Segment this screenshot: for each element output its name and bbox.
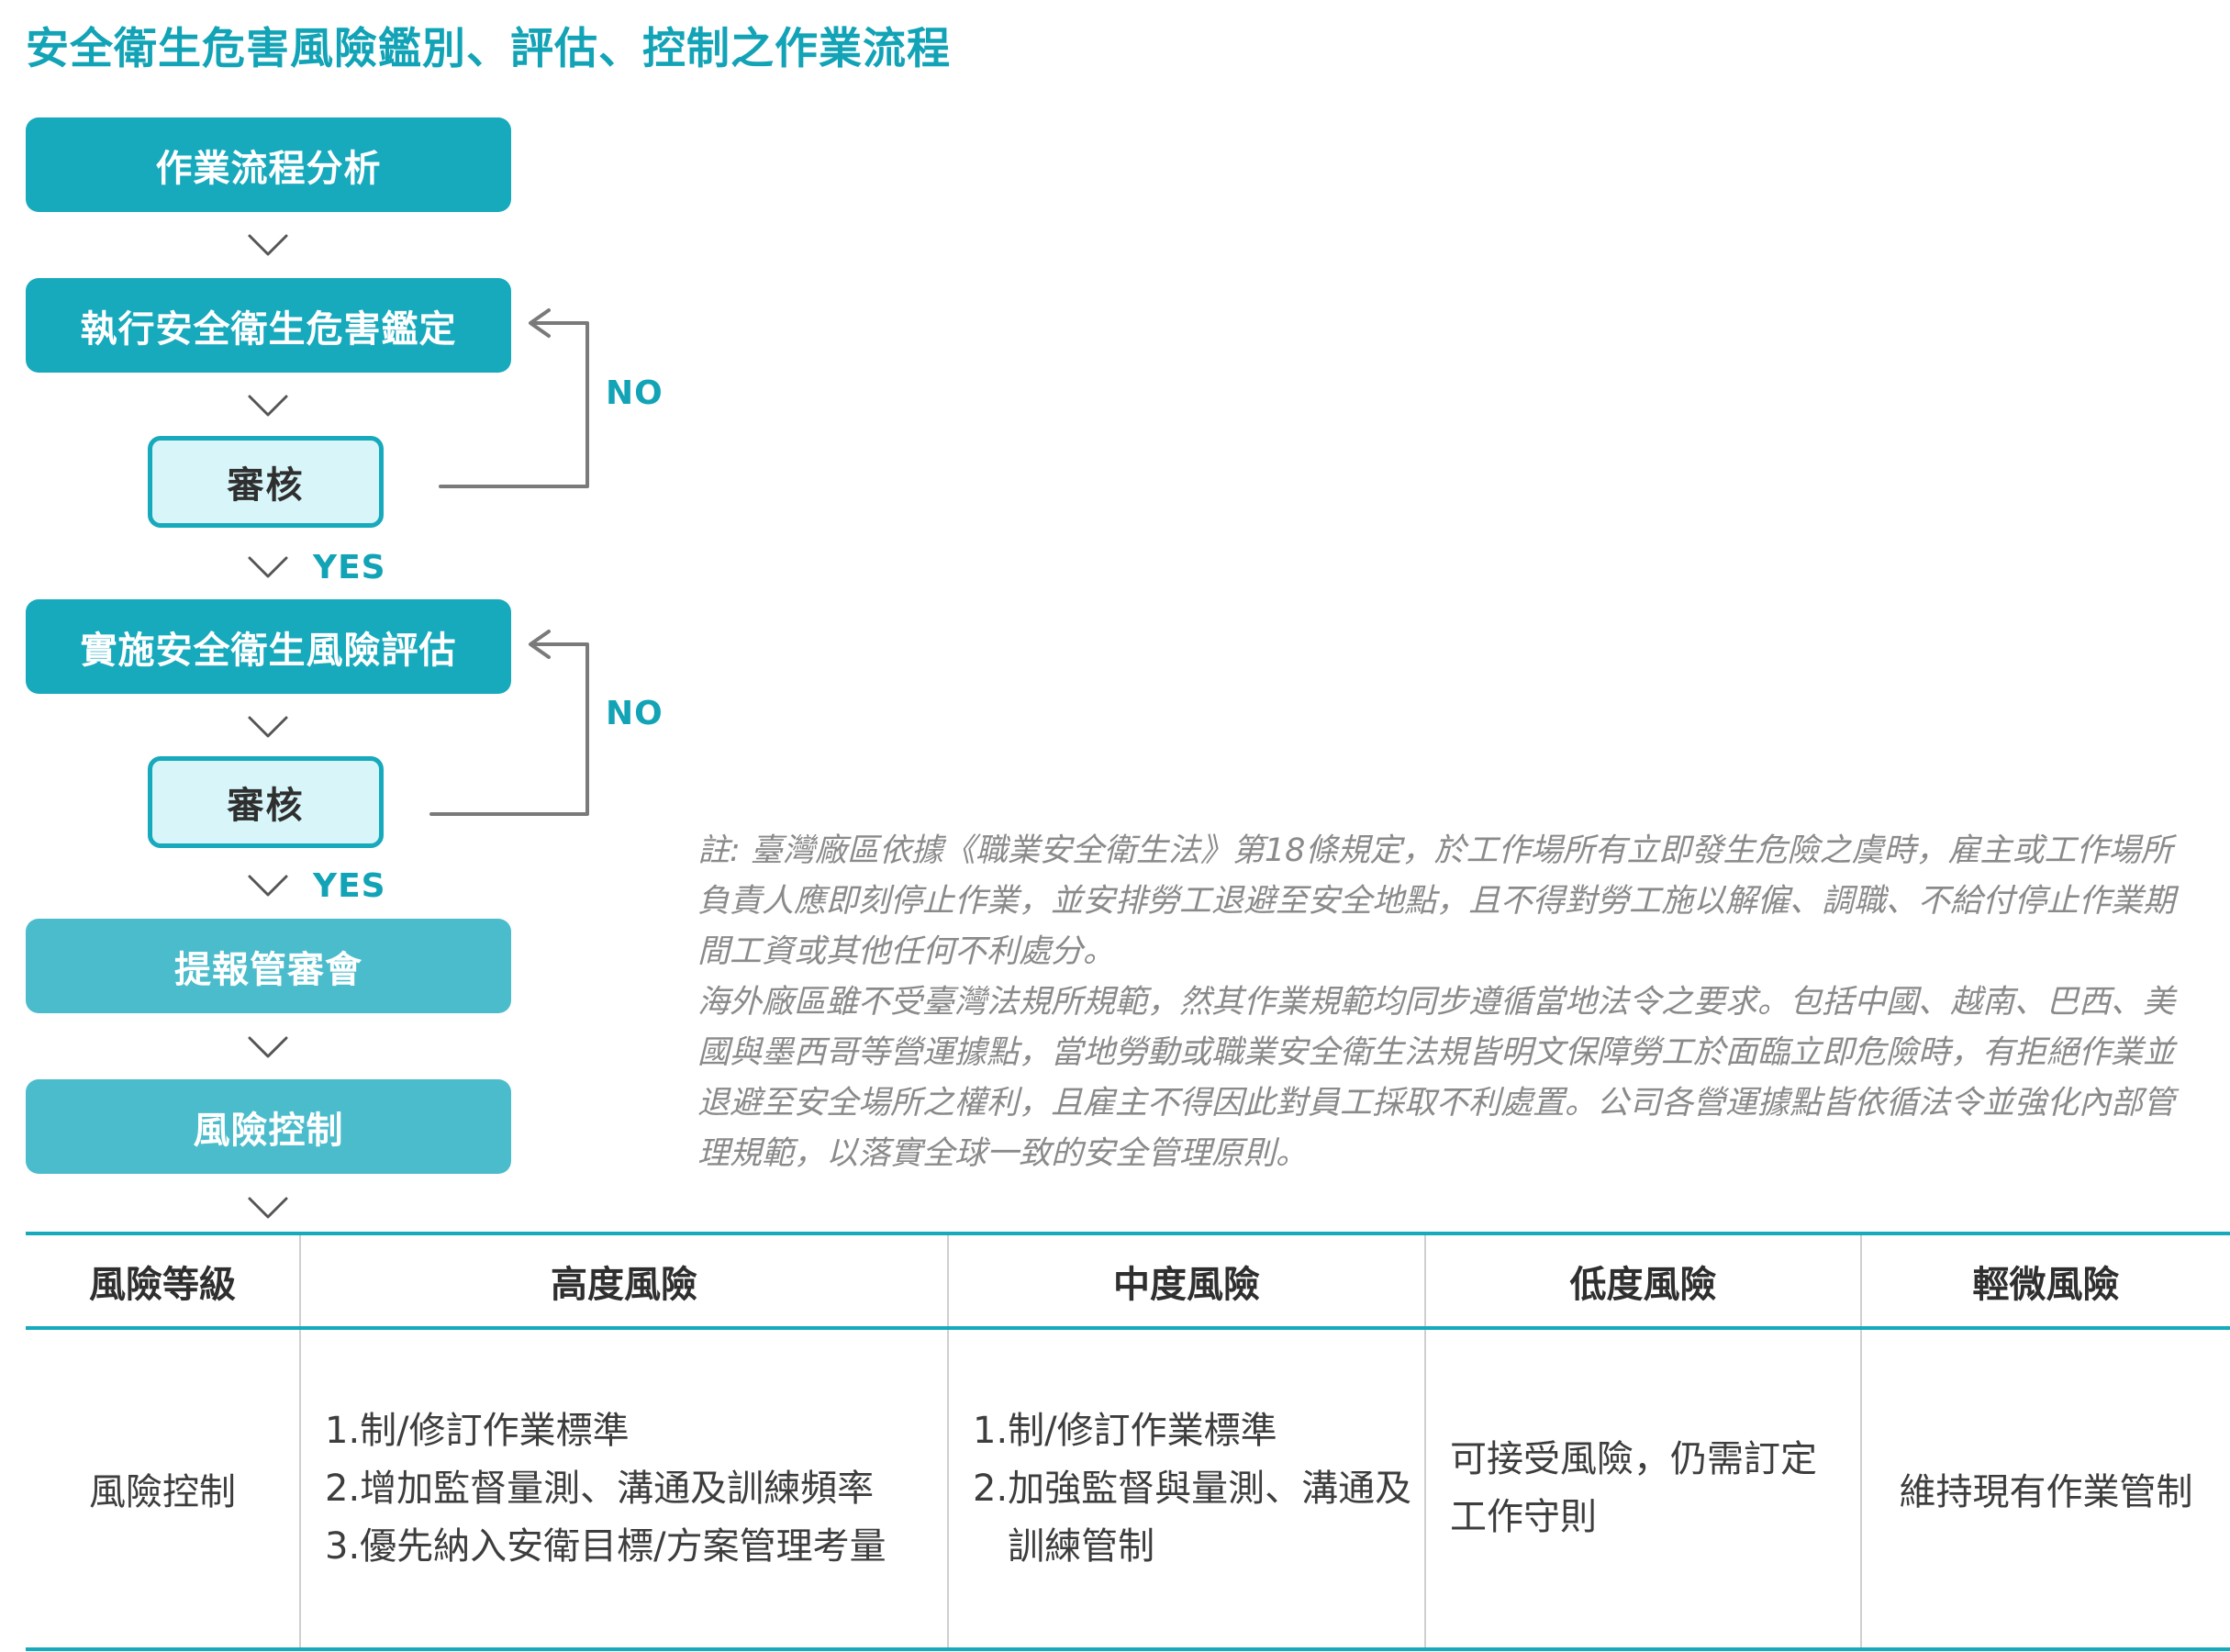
no-loop-line-1: [439, 321, 589, 488]
medium-risk-measures: 1.制/修訂作業標準 2.加強監督與量測、溝通及訓練管制: [947, 1328, 1425, 1649]
yes-label-2: YES: [313, 867, 386, 905]
flow-connectors: [248, 234, 589, 1219]
no-label-1: NO: [606, 374, 663, 412]
table-row: 風險控制 1.制/修訂作業標準 2.增加監督量測、溝通及訓練頻率 3.優先納入安…: [26, 1328, 2230, 1649]
high-risk-measures: 1.制/修訂作業標準 2.增加監督量測、溝通及訓練頻率 3.優先納入安衛目標/方…: [299, 1328, 948, 1649]
header-risk-level: 風險等級: [89, 1263, 236, 1306]
low-risk-measures: 可接受風險，仍需訂定工作守則: [1424, 1328, 1861, 1649]
step-risk-control: 風險控制: [26, 1079, 511, 1174]
header-high-risk: 高度風險: [299, 1233, 948, 1328]
no-label-2: NO: [606, 695, 663, 732]
list-item: 2.加強監督與量測、溝通及訓練管制: [973, 1467, 1412, 1568]
step-risk-assessment: 實施安全衛生風險評估: [26, 599, 511, 694]
list-item: 1.制/修訂作業標準: [973, 1409, 1277, 1452]
step-management-review: 提報管審會: [26, 919, 511, 1013]
minor-risk-measures: 維持現有作業管制: [1860, 1328, 2230, 1649]
chevron-down-icon: [248, 875, 288, 897]
chevron-down-icon: [248, 1036, 288, 1058]
chevron-down-icon: [248, 395, 288, 417]
row-label-risk-control: 風險控制: [89, 1471, 236, 1513]
page-title: 安全衛生危害風險鑑別、評估、控制之作業流程: [26, 24, 951, 74]
chevron-down-icon: [248, 1197, 288, 1219]
arrow-left-icon: [529, 308, 551, 338]
step-process-analysis: 作業流程分析: [26, 117, 511, 212]
header-low-risk: 低度風險: [1424, 1233, 1861, 1328]
note-paragraph-overseas: 海外廠區雖不受臺灣法規所規範，然其作業規範均同步遵循當地法令之要求。包括中國、越…: [697, 984, 2176, 1172]
chevron-down-icon: [248, 556, 288, 578]
header-minor-risk: 輕微風險: [1860, 1233, 2230, 1328]
legal-note: 註: 臺灣廠區依據《職業安全衛生法》第18條規定，於工作場所有立即發生危險之虞時…: [697, 826, 2184, 1179]
arrow-left-icon: [529, 630, 551, 659]
list-item: 3.優先納入安衛目標/方案管理考量: [325, 1524, 886, 1568]
chevron-down-icon: [248, 234, 288, 256]
header-medium-risk: 中度風險: [947, 1233, 1425, 1328]
no-loop-line-2: [429, 642, 589, 816]
review-box-1: 審核: [148, 436, 384, 528]
yes-label-1: YES: [313, 549, 386, 586]
chevron-down-icon: [248, 716, 288, 738]
list-item: 1.制/修訂作業標準: [325, 1409, 630, 1452]
note-paragraph-taiwan: 註: 臺灣廠區依據《職業安全衛生法》第18條規定，於工作場所有立即發生危險之虞時…: [697, 832, 2176, 970]
table-header-row: 風險等級 高度風險 中度風險 低度風險 輕微風險: [26, 1233, 2230, 1328]
review-box-2: 審核: [148, 756, 384, 848]
list-item: 2.增加監督量測、溝通及訓練頻率: [325, 1467, 875, 1510]
step-hazard-identification: 執行安全衛生危害鑑定: [26, 278, 511, 373]
risk-level-table: 風險等級 高度風險 中度風險 低度風險 輕微風險 風險控制 1.制/修訂作業標準…: [26, 1232, 2230, 1651]
